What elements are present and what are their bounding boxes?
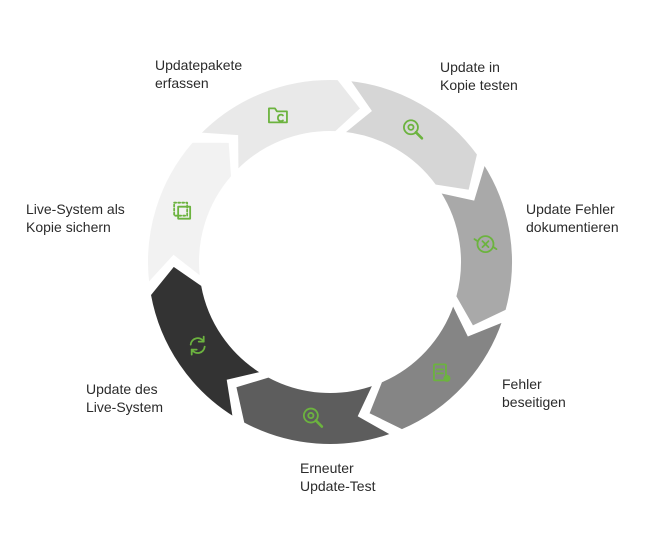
cycle-segment-s2 <box>437 161 514 328</box>
step-label-erneuter-update-test: Erneuter Update-Test <box>300 460 376 494</box>
step-label-updatepakete-erfassen: Updatepakete erfassen <box>155 57 243 91</box>
step-label-fehler-beseitigen: Fehler beseitigen <box>502 376 566 410</box>
search-gear-icon <box>403 119 424 140</box>
step-label-update-fehler-dokumentieren: Update Fehler dokumentieren <box>526 201 619 235</box>
step-label-live-system-als-kopie-sichern: Live-System als Kopie sichern <box>26 201 125 235</box>
cycle-segment-s3 <box>367 301 505 432</box>
step-label-update-des-live-system: Update des Live-System <box>86 381 164 415</box>
search-gear-icon <box>302 407 324 428</box>
gear-x-icon <box>473 235 498 253</box>
refresh-icon <box>189 335 206 356</box>
step-label-update-in-kopie-testen: Update in Kopie testen <box>440 59 518 93</box>
cycle-segment-s1 <box>341 78 480 192</box>
cycle-segment-s4 <box>234 375 395 446</box>
clipboard-delete-icon <box>433 363 451 382</box>
copy-icon <box>173 201 192 220</box>
folder-sync-icon <box>268 107 288 124</box>
cycle-segment-s7 <box>197 78 363 174</box>
cycle-segment-s5 <box>148 264 265 420</box>
